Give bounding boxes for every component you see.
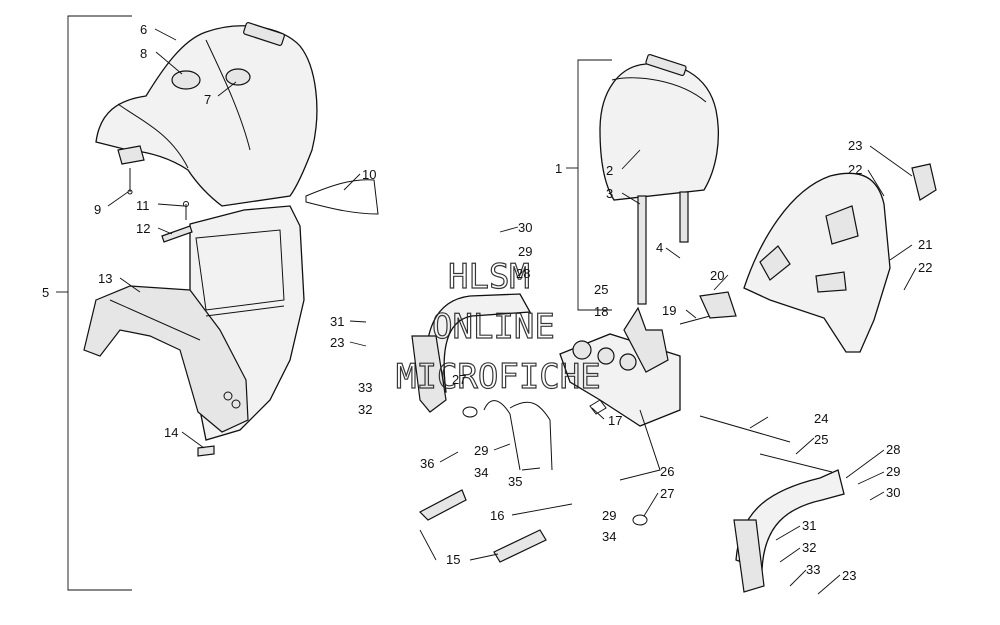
callout-23-left: 23	[330, 335, 344, 350]
clip-14	[197, 445, 215, 457]
seat-base-frame	[83, 205, 305, 441]
seat-cushion	[95, 22, 318, 207]
callout-31-left: 31	[330, 314, 344, 329]
callout-28-right: 28	[886, 442, 900, 457]
callout-9: 9	[94, 202, 101, 217]
callout-6: 6	[140, 22, 147, 37]
fastener-9	[127, 168, 133, 195]
callout-32-left: 32	[358, 402, 372, 417]
bracket-20	[699, 291, 737, 319]
callout-12: 12	[136, 221, 150, 236]
bracket-12	[161, 225, 193, 243]
callout-36: 36	[420, 456, 434, 471]
callout-29-mid: 29	[474, 443, 488, 458]
callout-27-left: 27	[452, 372, 466, 387]
pin-25	[759, 453, 833, 473]
callout-18: 18	[594, 304, 608, 319]
callout-10: 10	[362, 167, 376, 182]
callout-13: 13	[98, 271, 112, 286]
callout-35: 35	[508, 474, 522, 489]
callout-24: 24	[814, 411, 828, 426]
callout-8: 8	[140, 46, 147, 61]
callout-34-lower: 34	[602, 529, 616, 544]
callout-23-top: 23	[848, 138, 862, 153]
callout-16: 16	[490, 508, 504, 523]
latch-15-lower	[493, 529, 547, 563]
washer-27	[462, 406, 648, 526]
backrest-cover-shell	[743, 163, 937, 353]
callout-17: 17	[608, 413, 622, 428]
leader-lines	[107, 28, 917, 595]
callout-14: 14	[164, 425, 178, 440]
grab-handle-left	[411, 293, 532, 413]
callout-4: 4	[656, 240, 663, 255]
watermark-line1: HLSM	[448, 257, 530, 297]
callout-29-upper: 29	[518, 244, 532, 259]
callout-2: 2	[606, 163, 613, 178]
callout-21: 21	[918, 237, 932, 252]
backrest-frame	[559, 306, 681, 481]
spring-19	[679, 315, 711, 325]
callout-22-top: 22	[848, 162, 862, 177]
watermark-line2: ONLINE	[432, 307, 555, 347]
rod-24	[699, 415, 791, 443]
callout-3: 3	[606, 186, 613, 201]
bracket-assembly-1	[566, 59, 612, 311]
callout-32-right: 32	[802, 540, 816, 555]
callout-20: 20	[710, 268, 724, 283]
callout-34-mid: 34	[474, 465, 488, 480]
latch-15-upper	[418, 489, 467, 521]
callout-labels: 6 8 7 9 11 12 10 5 13 14 1 2 3 4 30 29 2…	[42, 22, 932, 583]
callout-1: 1	[555, 161, 562, 176]
callout-29-right: 29	[886, 464, 900, 479]
callout-19: 19	[662, 303, 676, 318]
screw-11	[183, 201, 189, 220]
watermark-line3: MICROFICHE	[396, 357, 601, 397]
grab-handle-right	[733, 469, 845, 593]
callout-7: 7	[204, 92, 211, 107]
watermark: HLSM ONLINE MICROFICHE	[395, 256, 601, 397]
callout-29-lower: 29	[602, 508, 616, 523]
callout-23-bottom: 23	[842, 568, 856, 583]
callout-27-right: 27	[660, 486, 674, 501]
callout-26: 26	[660, 464, 674, 479]
hinge-assembly	[483, 399, 607, 471]
callout-33-right: 33	[806, 562, 820, 577]
callout-30-right: 30	[886, 485, 900, 500]
callout-28-upper: 28	[516, 266, 530, 281]
callout-25-upper: 25	[594, 282, 608, 297]
backrest-pad	[599, 53, 719, 305]
callout-31-right: 31	[802, 518, 816, 533]
callout-15: 15	[446, 552, 460, 567]
callout-11: 11	[136, 198, 150, 213]
strap-10	[305, 179, 379, 215]
callout-5: 5	[42, 285, 49, 300]
bracket-assembly-5	[56, 15, 132, 591]
callout-30-upper: 30	[518, 220, 532, 235]
callout-33-left: 33	[358, 380, 372, 395]
callout-22-right: 22	[918, 260, 932, 275]
callout-25-right: 25	[814, 432, 828, 447]
